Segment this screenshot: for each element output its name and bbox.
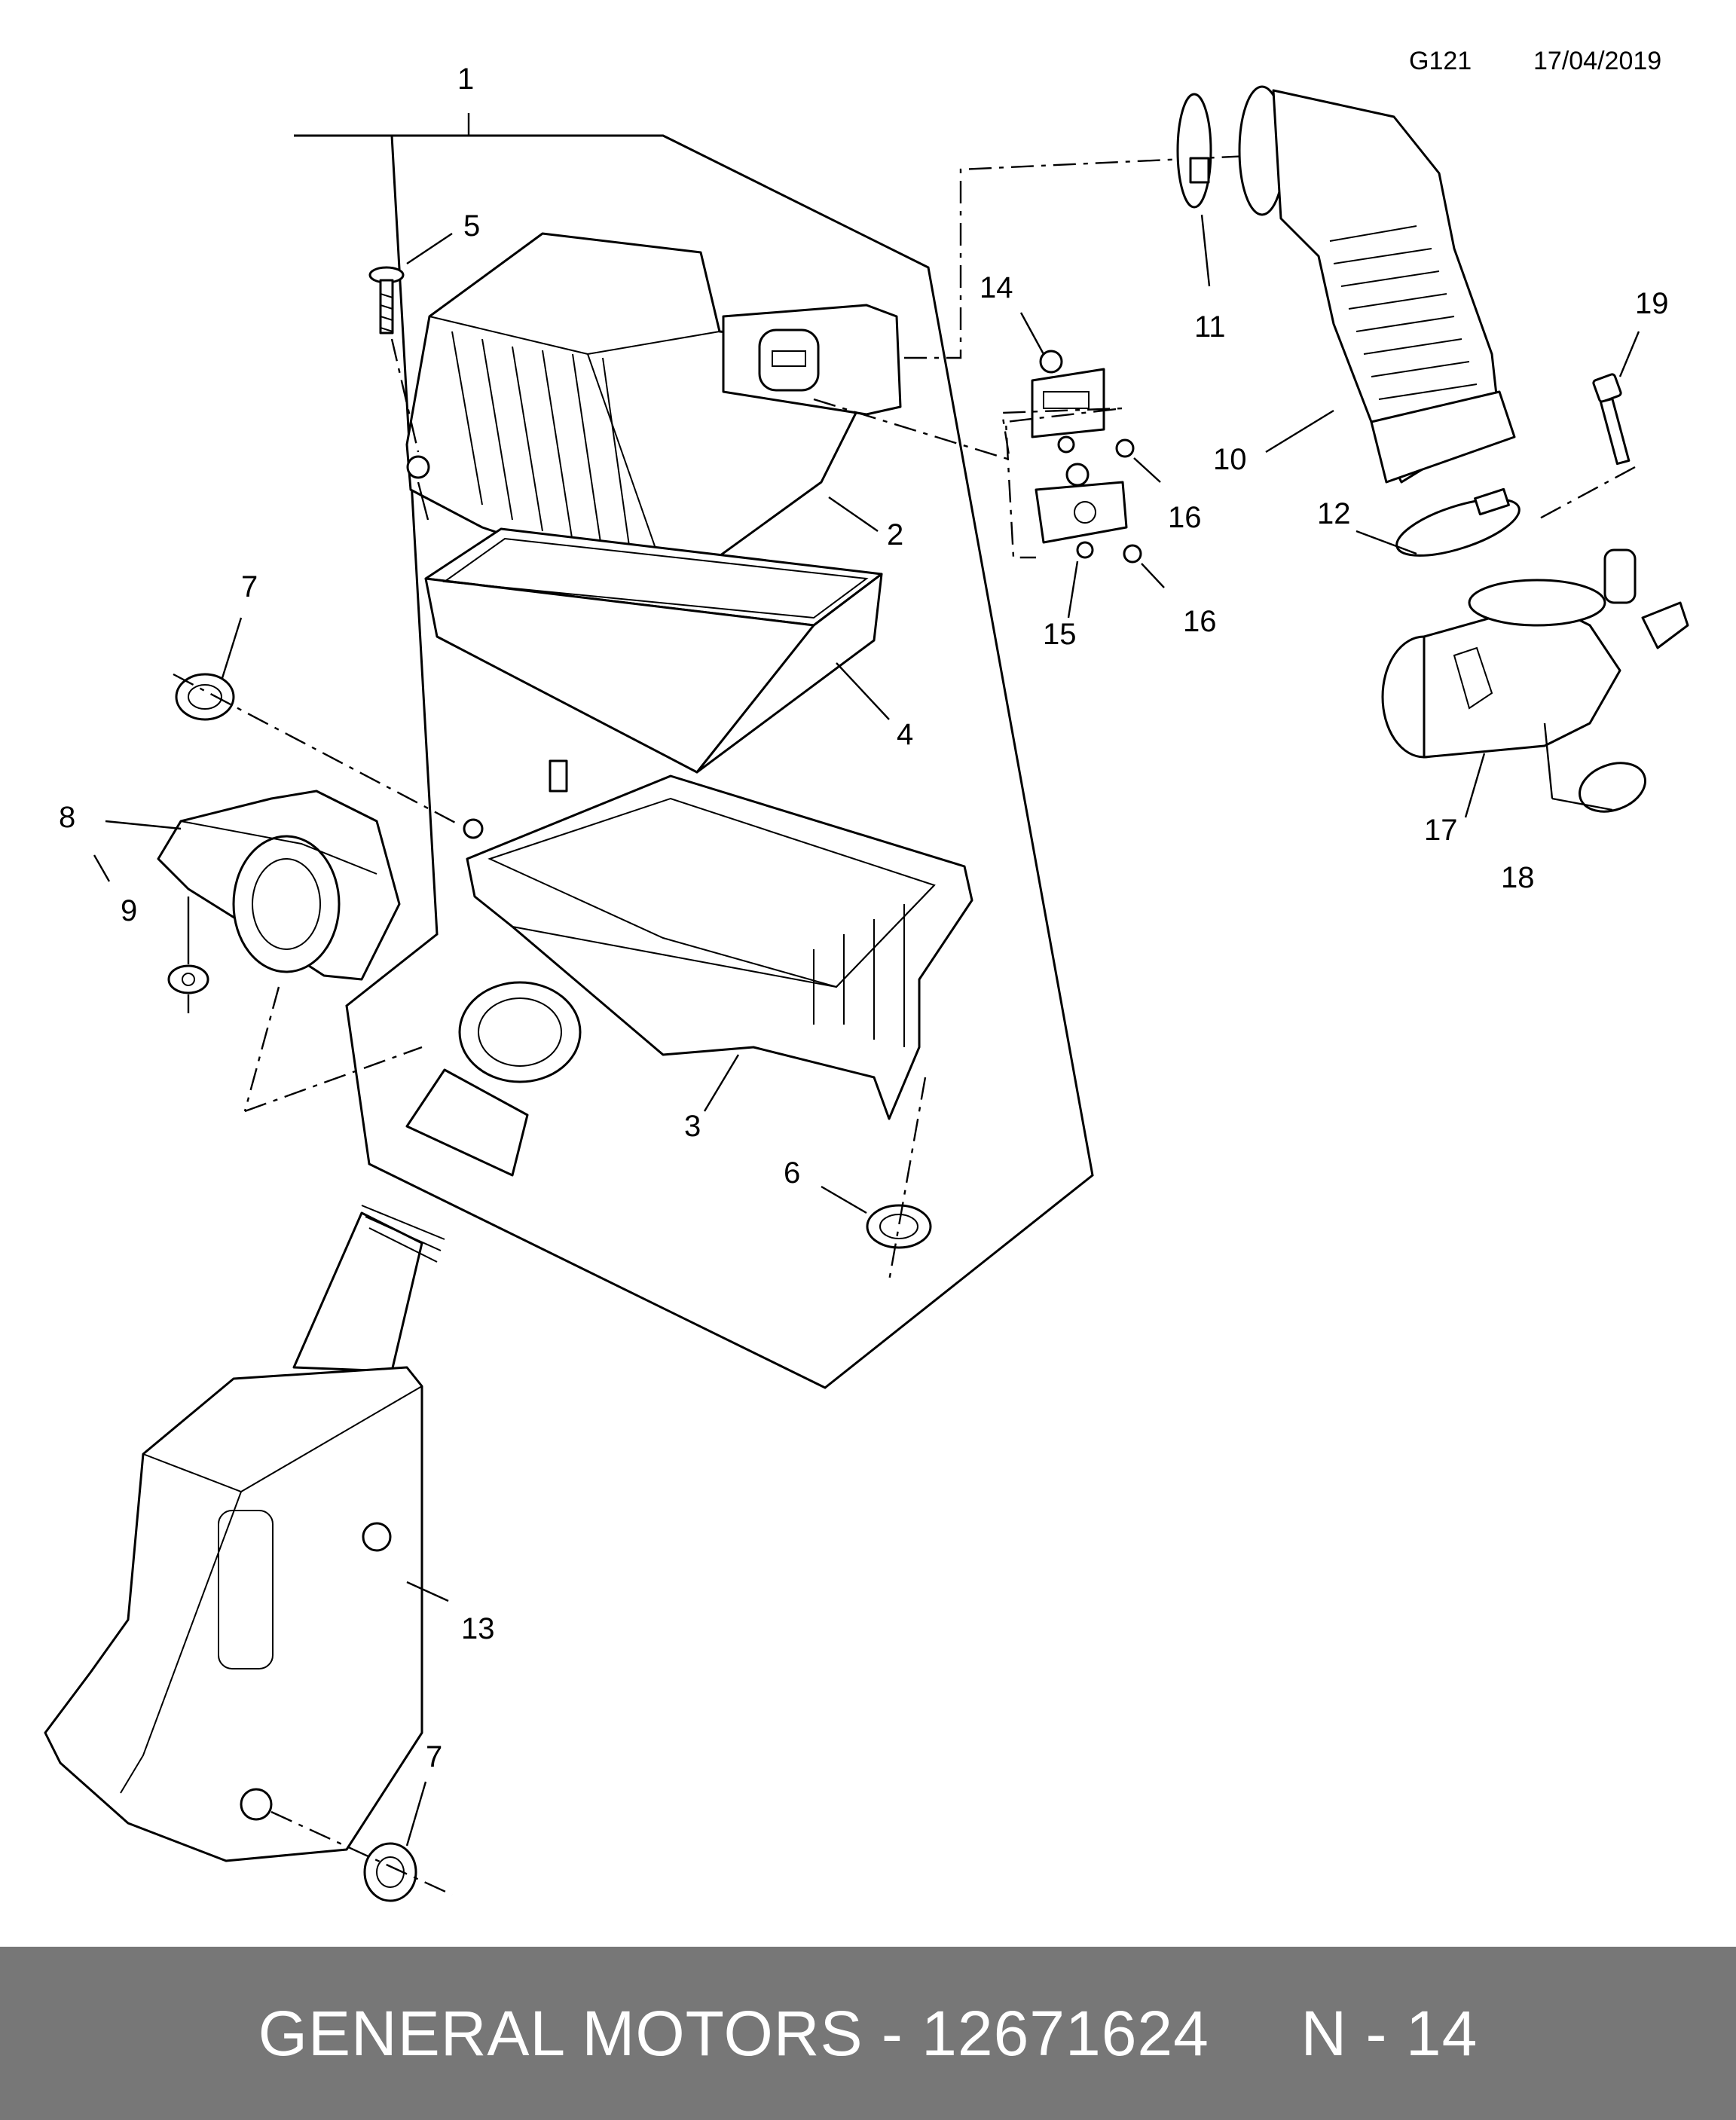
- callout-6: 6: [784, 1156, 800, 1190]
- callout-16-upper: 16: [1168, 501, 1202, 534]
- assembly-outline: [294, 134, 1094, 1389]
- inlet-nozzle: [405, 1068, 529, 1177]
- o-ring-18: [1578, 762, 1647, 813]
- diagram-code: G121: [1409, 47, 1472, 75]
- hose-clamp: [1176, 93, 1212, 209]
- intake-hose: [1238, 85, 1516, 484]
- callout-1: 1: [457, 63, 474, 96]
- grommet-7-upper: [175, 673, 235, 721]
- callout-10: 10: [1213, 443, 1247, 476]
- resonator: [44, 1205, 445, 1862]
- nut-16-upper: [1115, 438, 1135, 458]
- grommet-6: [866, 1204, 932, 1249]
- diagram-date: 17/04/2019: [1533, 47, 1661, 75]
- callout-19: 19: [1635, 287, 1669, 320]
- callout-4: 4: [897, 718, 913, 751]
- bolt: [1592, 373, 1631, 466]
- maf-sensor: [1031, 350, 1105, 454]
- screw: [368, 266, 405, 334]
- gasket-ring-12: [1395, 487, 1521, 557]
- callout-14: 14: [980, 271, 1013, 304]
- footer-label: GENERAL MOTORS - 12671624 N - 14: [258, 1997, 1478, 2069]
- callout-3: 3: [684, 1110, 701, 1143]
- callout-2: 2: [887, 518, 903, 551]
- callout-9: 9: [121, 894, 137, 927]
- callout-15: 15: [1043, 618, 1077, 651]
- air-intake-duct: [157, 790, 401, 981]
- throttle-body: [1381, 548, 1689, 759]
- callout-7-lower: 7: [426, 1740, 442, 1773]
- callout-16-lower: 16: [1183, 605, 1217, 638]
- callout-11: 11: [1194, 310, 1226, 344]
- callout-12: 12: [1317, 497, 1351, 530]
- nut-16-lower: [1123, 544, 1142, 564]
- callout-8: 8: [59, 801, 75, 834]
- callout-7-upper: 7: [241, 570, 258, 603]
- callout-5: 5: [463, 209, 480, 243]
- callout-18: 18: [1501, 861, 1535, 894]
- callout-17: 17: [1424, 814, 1458, 847]
- air-cleaner-upper-housing: [405, 232, 902, 593]
- grommet-9: [167, 964, 209, 994]
- sensor-15: [1035, 463, 1128, 559]
- parts-diagram: G121 17/04/2019: [44, 47, 1689, 1902]
- footer-banner: GENERAL MOTORS - 12671624 N - 14: [0, 1947, 1736, 2120]
- callout-13: 13: [461, 1612, 495, 1645]
- grommet-7-lower: [363, 1842, 417, 1902]
- air-filter-element: [424, 527, 883, 774]
- air-cleaner-lower-housing: [458, 759, 973, 1120]
